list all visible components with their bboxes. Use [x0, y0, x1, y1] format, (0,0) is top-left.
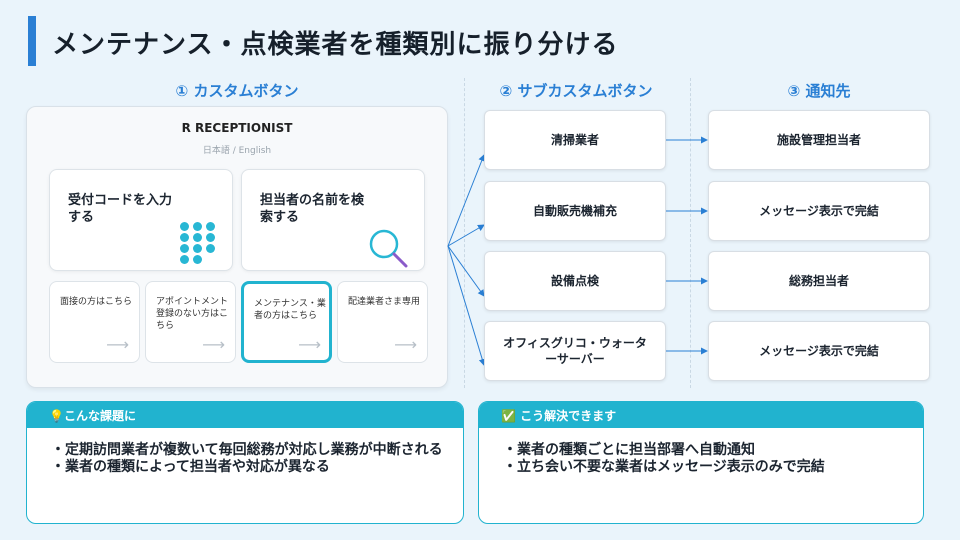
- column-header-custom-button: ① カスタムボタン: [175, 82, 299, 100]
- delivery-button[interactable]: 配達業者さま専用 ⟶: [337, 281, 428, 363]
- maintenance-vendor-label: メンテナンス・業者の方はこちら: [254, 299, 326, 321]
- language-switch[interactable]: 日本語 / English: [202, 146, 272, 156]
- solution-box: ✅ こう解決できます ・業者の種類ごとに担当部署へ自動通知 ・立ち会い不要な業者…: [478, 401, 924, 524]
- notify-message-only: メッセージ表示で完結: [708, 181, 930, 241]
- problem-item: ・業者の種類によって担当者や対応が異なる: [51, 459, 330, 475]
- sub-button-cleaning[interactable]: 清掃業者: [484, 110, 666, 170]
- problem-header: 💡こんな課題に: [27, 402, 463, 428]
- title-accent-bar: [28, 16, 36, 66]
- no-appointment-button[interactable]: アポイントメント登録のない方はこちら ⟶: [145, 281, 236, 363]
- reception-screen: R RECEPTIONIST 日本語 / English 受付コードを入力する …: [26, 106, 448, 388]
- sub-button-glico-water[interactable]: オフィスグリコ・ウォーターサーバー: [484, 321, 666, 381]
- sub-button-vending[interactable]: 自動販売機補充: [484, 181, 666, 241]
- reception-code-label: 受付コードを入力する: [68, 193, 173, 225]
- problem-box: 💡こんな課題に ・定期訪問業者が複数いて毎回総務が対応し業務が中断される ・業者…: [26, 401, 464, 524]
- solution-header: ✅ こう解決できます: [479, 402, 923, 428]
- interview-label: 面接の方はこちら: [60, 297, 133, 307]
- page-title: メンテナンス・点検業者を種類別に振り分ける: [52, 30, 619, 60]
- interview-button[interactable]: 面接の方はこちら ⟶: [49, 281, 140, 363]
- receptionist-logo: R RECEPTIONIST: [181, 121, 293, 135]
- column-header-sub-button: ② サブカスタムボタン: [499, 82, 653, 100]
- delivery-label: 配達業者さま専用: [348, 297, 421, 307]
- column-divider: [690, 78, 691, 388]
- column-header-notify: ③ 通知先: [787, 82, 851, 100]
- problem-item: ・定期訪問業者が複数いて毎回総務が対応し業務が中断される: [51, 442, 443, 458]
- notify-facility-manager: 施設管理担当者: [708, 110, 930, 170]
- magnifier-icon: [369, 229, 408, 268]
- arrow-right-icon: ⟶: [394, 335, 417, 354]
- notify-general-affairs: 総務担当者: [708, 251, 930, 311]
- arrow-right-icon: ⟶: [202, 335, 225, 354]
- solution-item: ・立ち会い不要な業者はメッセージ表示のみで完結: [503, 459, 825, 475]
- sub-button-inspection[interactable]: 設備点検: [484, 251, 666, 311]
- notify-message-only: メッセージ表示で完結: [708, 321, 930, 381]
- maintenance-vendor-button[interactable]: メンテナンス・業者の方はこちら ⟶: [241, 281, 332, 363]
- arrow-right-icon: ⟶: [106, 335, 129, 354]
- reception-code-button[interactable]: 受付コードを入力する: [49, 169, 233, 271]
- column-divider: [464, 78, 465, 388]
- no-appointment-label: アポイントメント登録のない方はこちら: [156, 297, 229, 331]
- arrow-right-icon: ⟶: [298, 335, 321, 354]
- search-staff-button[interactable]: 担当者の名前を検索する: [241, 169, 425, 271]
- solution-item: ・業者の種類ごとに担当部署へ自動通知: [503, 442, 755, 458]
- search-staff-label: 担当者の名前を検索する: [260, 193, 365, 225]
